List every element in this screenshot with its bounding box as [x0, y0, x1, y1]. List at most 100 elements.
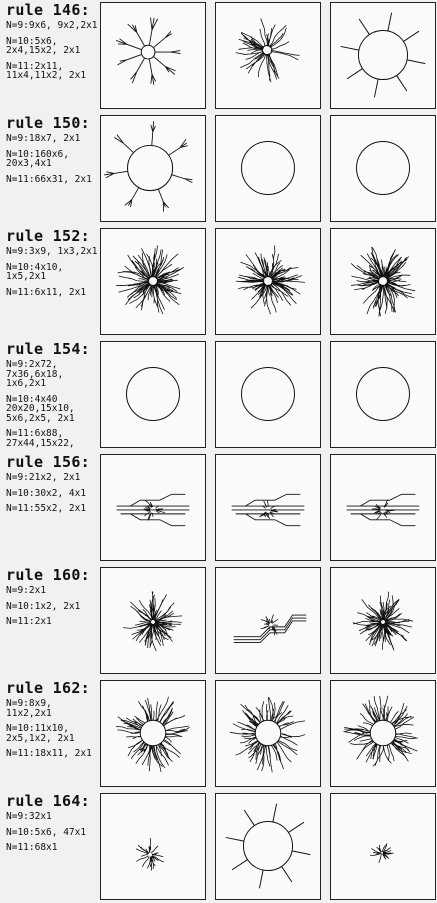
core-circle — [141, 45, 155, 59]
pattern-cell — [215, 341, 321, 448]
rule-label: rule 156:N=9:21x2, 2x1N=10:30x2, 4x1N=11… — [6, 454, 98, 561]
hair-stroke — [236, 18, 300, 82]
param-line: N=11:18x11, 2x1 — [6, 749, 98, 759]
hair-stroke — [236, 245, 305, 314]
branch-stroke — [104, 171, 128, 178]
branch-stroke — [158, 189, 168, 212]
hair-stroke — [116, 697, 190, 772]
pattern-cell — [100, 228, 206, 335]
pattern-cell — [215, 454, 321, 561]
pattern-hairy-circle — [101, 681, 205, 786]
branch-stroke — [116, 39, 142, 50]
pattern-star-large — [331, 3, 435, 108]
pattern-circle — [216, 116, 320, 221]
rule-title: rule 154: — [6, 341, 98, 357]
circle-shape — [242, 368, 295, 421]
rule-title: rule 160: — [6, 567, 98, 583]
param-line: N=9:21x2, 2x1 — [6, 473, 98, 483]
hair-stroke — [116, 245, 184, 314]
pattern-cell — [330, 793, 436, 900]
hair-stroke — [351, 247, 415, 317]
pattern-stairs — [216, 568, 320, 673]
pattern-circle — [331, 116, 435, 221]
pattern-hairy — [101, 229, 205, 334]
pattern-horizontal — [101, 455, 205, 560]
hair-stroke — [370, 843, 393, 863]
circle-shape — [357, 368, 410, 421]
branch-stroke — [153, 31, 171, 47]
pattern-cell — [100, 680, 206, 787]
stair-stroke — [234, 615, 307, 642]
param-line: N=9:18x7, 2x1 — [6, 134, 98, 144]
pattern-cell — [100, 2, 206, 109]
pattern-cell — [330, 2, 436, 109]
pattern-cell — [330, 341, 436, 448]
param-line: N=10:5x6, 2x4,15x2, 2x1 — [6, 37, 98, 56]
param-line: N=10:5x6, 47x1 — [6, 828, 98, 838]
param-line: N=9:8x9, 11x2,2x1 — [6, 699, 98, 718]
hair-stroke — [344, 696, 418, 767]
hair-stroke — [353, 592, 413, 651]
pattern-cell — [330, 680, 436, 787]
param-line: N=10:4x40 20x20,15x10, 5x6,2x5, 2x1 — [6, 395, 98, 424]
pattern-hairy — [331, 229, 435, 334]
hair-stroke — [230, 697, 305, 772]
pattern-cell — [215, 680, 321, 787]
branch-stroke — [118, 54, 142, 64]
branch-stroke — [125, 188, 139, 208]
branch-stroke — [151, 121, 156, 145]
branch-stroke — [155, 51, 181, 54]
branch-stroke — [149, 59, 155, 85]
circle-shape — [127, 368, 180, 421]
param-line: N=10:1x2, 2x1 — [6, 602, 98, 612]
param-line: N=11:66x31, 2x1 — [6, 175, 98, 185]
param-line: N=11:6x88, 27x44,15x22, 2x11 — [6, 429, 98, 448]
pattern-horizontal — [216, 455, 320, 560]
param-line: N=9:3x9, 1x3,2x1 — [6, 247, 98, 257]
hair-stroke — [123, 591, 182, 650]
pattern-hairy-circle — [331, 681, 435, 786]
pattern-circle — [331, 342, 435, 447]
pattern-blob — [331, 568, 435, 673]
circle-shape — [127, 145, 172, 190]
pattern-cell — [215, 115, 321, 222]
pattern-cell — [330, 454, 436, 561]
pattern-cell — [100, 454, 206, 561]
pattern-circle-forks — [101, 116, 205, 221]
branch-stroke — [153, 56, 175, 74]
param-line: N=11:2x11, 11x4,11x2, 2x1 — [6, 62, 98, 81]
param-line: N=11:68x1 — [6, 843, 98, 853]
line-stroke — [232, 494, 305, 525]
pattern-cell — [330, 228, 436, 335]
pattern-spiky — [101, 3, 205, 108]
pattern-cell — [330, 115, 436, 222]
circle-shape — [370, 720, 396, 746]
pattern-circle — [216, 342, 320, 447]
param-line: N=9:32x1 — [6, 812, 98, 822]
branch-stroke — [114, 135, 133, 153]
pattern-star-large — [216, 794, 320, 899]
spoke-stroke — [226, 804, 311, 889]
line-stroke — [117, 494, 190, 525]
param-line: N=10:30x2, 4x1 — [6, 489, 98, 499]
circle-shape — [243, 821, 292, 870]
param-line: N=9:2x72, 7x36,6x18, 1x6,2x1 — [6, 360, 98, 389]
pattern-cell — [215, 2, 321, 109]
rule-title: rule 152: — [6, 228, 98, 244]
rule-title: rule 162: — [6, 680, 98, 696]
param-line: N=11:55x2, 2x1 — [6, 504, 98, 514]
pattern-branchy — [216, 3, 320, 108]
hair-stroke — [143, 501, 165, 521]
